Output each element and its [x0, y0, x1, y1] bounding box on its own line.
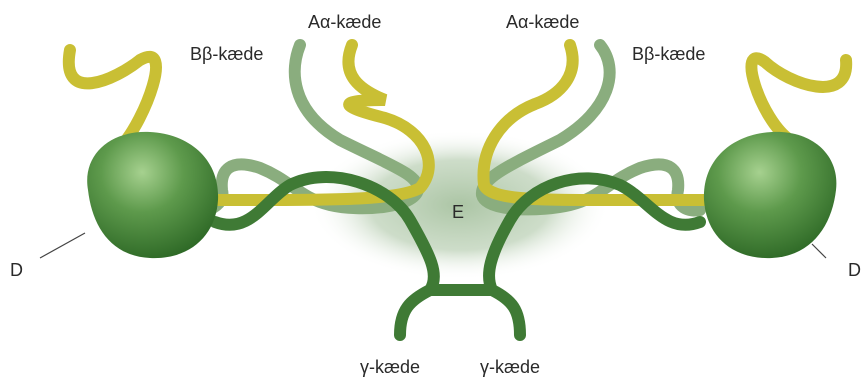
gamma-chain-left [209, 171, 440, 341]
label-gamma-right: γ-kæde [480, 357, 540, 377]
a-alpha-tail-right [745, 52, 853, 146]
label-gamma-left: γ-kæde [360, 357, 420, 377]
label-e-domain: E [452, 202, 464, 222]
label-b-beta-left: Bβ-kæde [190, 44, 263, 64]
label-b-beta-right: Bβ-kæde [632, 44, 705, 64]
b-beta-chain-right [476, 39, 706, 217]
leader-d-right [811, 243, 827, 259]
leader-d-left [39, 232, 86, 259]
a-alpha-tail-left [62, 44, 162, 151]
d-domain-left [87, 131, 219, 259]
label-d-left: D [10, 260, 23, 280]
gamma-chain-right [483, 172, 706, 341]
label-d-right: D [848, 260, 861, 280]
b-beta-chain-left [198, 39, 424, 218]
a-alpha-chain-left [194, 39, 435, 206]
label-a-alpha-left: Aα-kæde [308, 12, 381, 32]
label-a-alpha-right: Aα-kæde [506, 12, 579, 32]
d-domain-right [703, 131, 837, 259]
